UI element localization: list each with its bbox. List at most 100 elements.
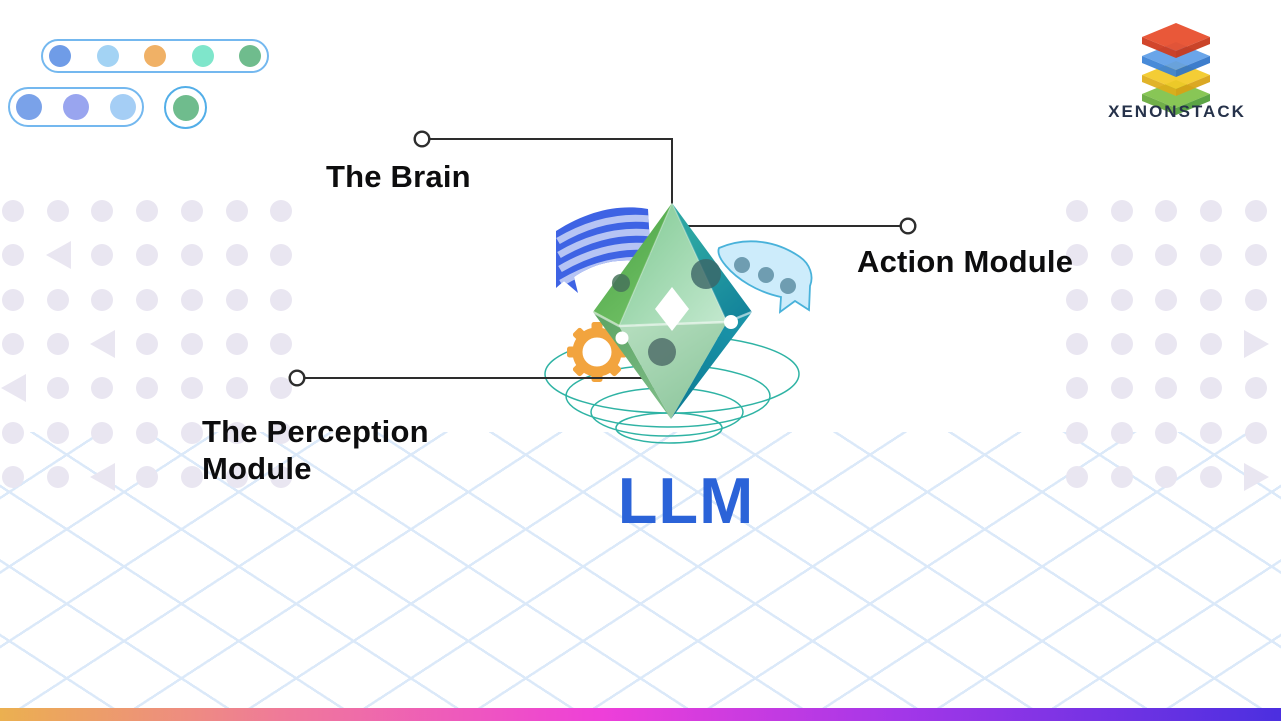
gem-facet-diamond	[655, 287, 689, 331]
pattern-dot	[1110, 332, 1133, 355]
pattern-triangle-icon	[1243, 462, 1269, 491]
pattern-dot	[225, 377, 248, 400]
pattern-dot	[180, 200, 203, 222]
pattern-dot	[46, 421, 69, 444]
pattern-dot	[1200, 377, 1223, 400]
pattern-dot	[1155, 377, 1178, 400]
llm-label: LLM	[617, 464, 755, 537]
pattern-dot	[46, 377, 69, 400]
pattern-dot	[270, 421, 293, 444]
pattern-dot	[1200, 332, 1223, 355]
pattern-dot	[136, 465, 159, 488]
brain-endpoint-circle	[413, 130, 431, 148]
pattern-triangle-icon	[90, 329, 116, 358]
pattern-dot	[270, 332, 293, 355]
pattern-dot	[1066, 332, 1088, 355]
pattern-dot	[180, 421, 203, 444]
pattern-dot	[1066, 200, 1088, 222]
pattern-dot	[1200, 288, 1223, 311]
pattern-dot	[1110, 421, 1133, 444]
pattern-dot	[1244, 288, 1267, 311]
pill-dot	[239, 45, 261, 67]
connector-endpoints	[288, 130, 917, 387]
pattern-dot	[1200, 244, 1223, 267]
ring-dot	[172, 94, 199, 121]
pattern-dot	[1066, 288, 1088, 311]
pill-dot	[191, 45, 214, 67]
pattern-dot	[225, 244, 248, 267]
brain-connector	[429, 138, 673, 204]
pattern-dot	[225, 465, 248, 488]
pattern-dot	[1155, 465, 1178, 488]
pattern-triangle-icon	[1243, 329, 1269, 358]
single-node-ring	[164, 86, 207, 129]
pattern-dot	[270, 377, 293, 400]
accent-bar	[0, 708, 1281, 721]
pattern-dot	[136, 421, 159, 444]
pattern-dot	[136, 244, 159, 267]
pattern-dot	[225, 332, 248, 355]
pattern-triangle-icon	[45, 241, 71, 270]
pattern-dot	[1155, 332, 1178, 355]
pattern-dot	[180, 332, 203, 355]
pattern-dot	[46, 200, 69, 222]
perception-module-label: The Perception Module	[202, 414, 429, 486]
pattern-dot	[1244, 200, 1267, 222]
pattern-dot	[91, 200, 114, 222]
pattern-dot	[1200, 200, 1223, 222]
stacked-layers-icon	[1142, 23, 1210, 115]
pattern-dot	[225, 288, 248, 311]
pattern-dot	[46, 332, 69, 355]
pattern-dot	[1110, 465, 1133, 488]
pattern-dot	[1110, 200, 1133, 222]
gem-diamond-icon	[592, 202, 753, 419]
pattern-dot	[2, 244, 24, 267]
pill-row-2	[8, 87, 144, 127]
pattern-dot	[46, 288, 69, 311]
pattern-dot	[2, 288, 24, 311]
pattern-dot	[1066, 377, 1088, 400]
pattern-dot	[270, 244, 293, 267]
pattern-dot	[1244, 421, 1267, 444]
pattern-dot	[1244, 244, 1267, 267]
pattern-triangle-icon	[90, 462, 116, 491]
pattern-dot	[1110, 288, 1133, 311]
pattern-dot	[136, 200, 159, 222]
pattern-dot	[1200, 421, 1223, 444]
pattern-dot	[1155, 288, 1178, 311]
pattern-dot	[1155, 200, 1178, 222]
pattern-dot	[1200, 465, 1223, 488]
pill-dot	[96, 45, 119, 67]
pattern-dot	[46, 465, 69, 488]
pattern-dot	[2, 200, 24, 222]
pattern-dot	[1066, 421, 1088, 444]
pattern-dot	[180, 288, 203, 311]
pattern-dot	[1066, 465, 1088, 488]
pill-dot	[144, 45, 166, 67]
pattern-dot	[1066, 244, 1088, 267]
pattern-dot	[91, 421, 114, 444]
pattern-dot	[225, 421, 248, 444]
pattern-dot	[136, 332, 159, 355]
pattern-dot	[1110, 377, 1133, 400]
pattern-dot	[91, 288, 114, 311]
pill-dot	[110, 94, 136, 120]
pattern-dot	[270, 465, 293, 488]
pattern-dot	[180, 465, 203, 488]
pill-dot	[63, 94, 89, 120]
pattern-dot	[2, 465, 24, 488]
pattern-dot	[2, 332, 24, 355]
connector-lines	[305, 138, 901, 379]
pattern-dot	[1244, 377, 1267, 400]
pattern-dot	[91, 377, 114, 400]
pattern-triangle-icon	[1, 374, 26, 403]
pattern-dot	[270, 200, 293, 222]
pill-row-1	[41, 39, 269, 73]
perception-endpoint-circle	[288, 369, 306, 387]
action-module-label: Action Module	[857, 244, 1074, 279]
pattern-dot	[270, 288, 293, 311]
pattern-dot	[91, 244, 114, 267]
pattern-dot	[2, 421, 24, 444]
